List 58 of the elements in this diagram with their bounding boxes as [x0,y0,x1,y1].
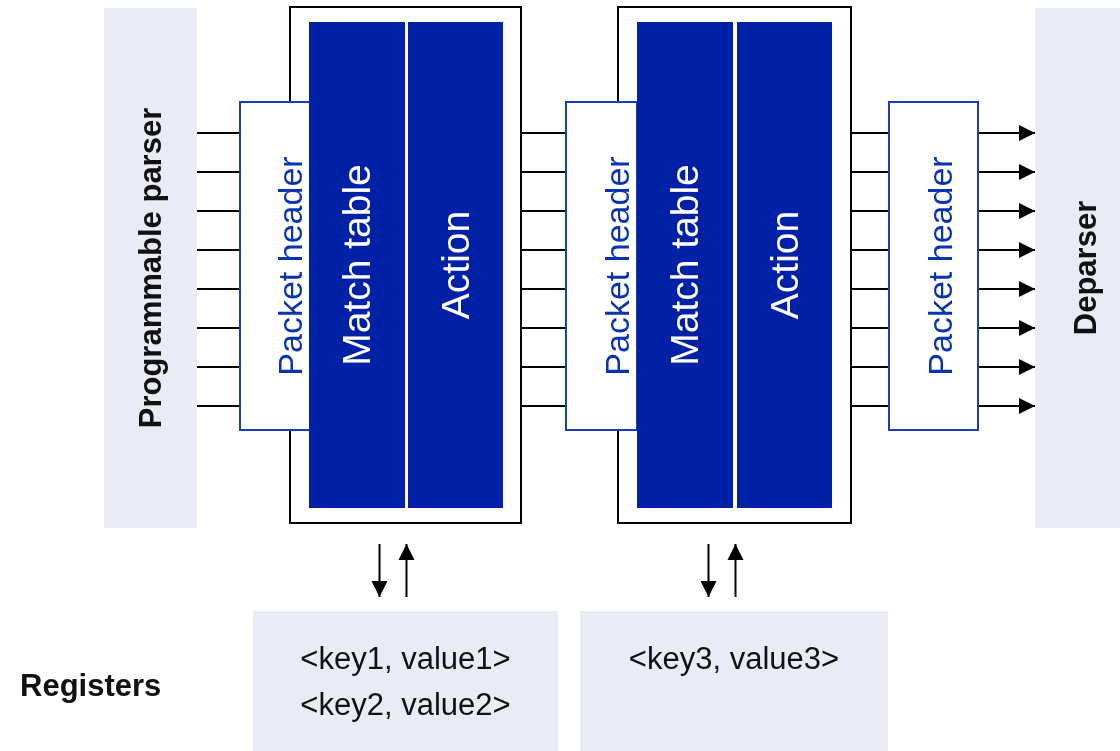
block-label: Match table [335,164,379,366]
connector-line [521,288,566,290]
arrow [978,125,1036,141]
block-label: Packet header [270,156,310,376]
connector-line [521,366,566,368]
row-label: Registers [20,668,162,704]
connector-line [521,171,566,173]
connector-line [521,249,566,251]
arrow [978,359,1036,375]
arrow [727,543,744,598]
connector-line [851,366,889,368]
connector-line [196,210,240,212]
register-entry: <key2, value2> [300,687,511,723]
block-label: Packet header [920,156,960,376]
connector-line [851,132,889,134]
connector-line [521,210,566,212]
connector-line [521,327,566,329]
arrow [700,543,717,598]
connector-line [851,249,889,251]
connector-line [851,171,889,173]
action-block [408,22,503,508]
connector-line [851,288,889,290]
arrow [371,543,388,598]
connector-line [196,405,240,407]
register-entry: <key1, value1> [300,641,511,677]
match-table-block [637,22,733,508]
connector-line [196,327,240,329]
arrow [978,164,1036,180]
arrow [978,203,1036,219]
arrow [978,281,1036,297]
connector-line [196,366,240,368]
arrow [978,320,1036,336]
connector-line [851,210,889,212]
block-label: Action [433,210,478,320]
block-label: Action [762,210,807,320]
block-label: Deparser [1068,200,1104,336]
connector-line [851,405,889,407]
match-table-block [309,22,405,508]
deparser-band [1035,8,1120,528]
register-entry: <key3, value3> [628,641,840,677]
block-label: Packet header [597,156,637,376]
arrow [978,242,1036,258]
block-label: Programmable parser [132,107,169,429]
connector-line [196,288,240,290]
connector-line [521,132,566,134]
packet-header-box [565,101,638,431]
connector-line [196,171,240,173]
connector-line [851,327,889,329]
connector-line [196,249,240,251]
arrow [398,543,415,598]
arrow [978,398,1036,414]
action-block [737,22,832,508]
packet-header-box [239,101,311,431]
parser-band [104,8,197,528]
connector-line [196,132,240,134]
packet-header-box [888,101,979,431]
block-label: Match table [663,164,707,366]
connector-line [521,405,566,407]
